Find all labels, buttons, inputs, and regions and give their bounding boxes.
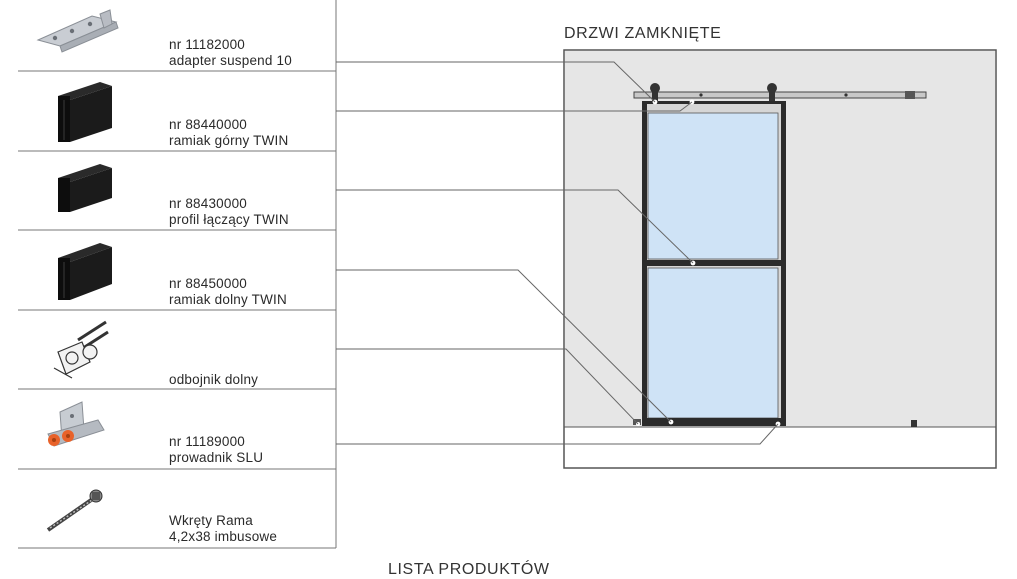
floor-guide-icon xyxy=(47,401,105,447)
door-closed-drawing xyxy=(563,49,997,469)
bottom-rail-profile-icon xyxy=(58,243,112,300)
product-list-heading: LISTA PRODUKTÓW xyxy=(388,561,550,578)
product-name: ramiak dolny TWIN xyxy=(169,291,287,307)
product-number: Wkręty Rama xyxy=(169,513,253,528)
adapter-bracket-icon xyxy=(36,9,119,53)
product-table-lines xyxy=(18,0,337,549)
list-item: odbojnik dolny xyxy=(169,372,258,388)
product-name: ramiak górny TWIN xyxy=(169,132,289,148)
list-item: nr 88430000 profil łączący TWIN xyxy=(169,196,289,227)
product-number: nr 11182000 xyxy=(169,37,246,52)
screw-icon xyxy=(46,489,103,532)
connecting-profile-icon xyxy=(58,164,112,212)
list-item: nr 88450000 ramiak dolny TWIN xyxy=(169,276,287,307)
callout-leader-lines xyxy=(336,61,779,445)
bottom-stopper-icon xyxy=(53,320,109,379)
product-number: nr 88440000 xyxy=(169,117,248,132)
list-item: nr 11189000 prowadnik SLU xyxy=(169,434,263,465)
product-name: odbojnik dolny xyxy=(169,372,259,387)
product-name: adapter suspend 10 xyxy=(169,52,292,68)
list-item: nr 88440000 ramiak górny TWIN xyxy=(169,117,288,148)
product-name: 4,2x38 imbusowe xyxy=(169,528,278,544)
product-name: profil łączący TWIN xyxy=(169,211,289,227)
top-rail-profile-icon xyxy=(58,82,112,142)
product-number: nr 11189000 xyxy=(169,434,246,449)
list-item: Wkręty Rama 4,2x38 imbusowe xyxy=(169,513,277,544)
diagram-title: DRZWI ZAMKNIĘTE xyxy=(564,25,722,42)
product-number: nr 88450000 xyxy=(169,276,248,291)
product-name: prowadnik SLU xyxy=(169,449,264,465)
product-number: nr 88430000 xyxy=(169,196,248,211)
list-item: nr 11182000 adapter suspend 10 xyxy=(169,37,292,68)
